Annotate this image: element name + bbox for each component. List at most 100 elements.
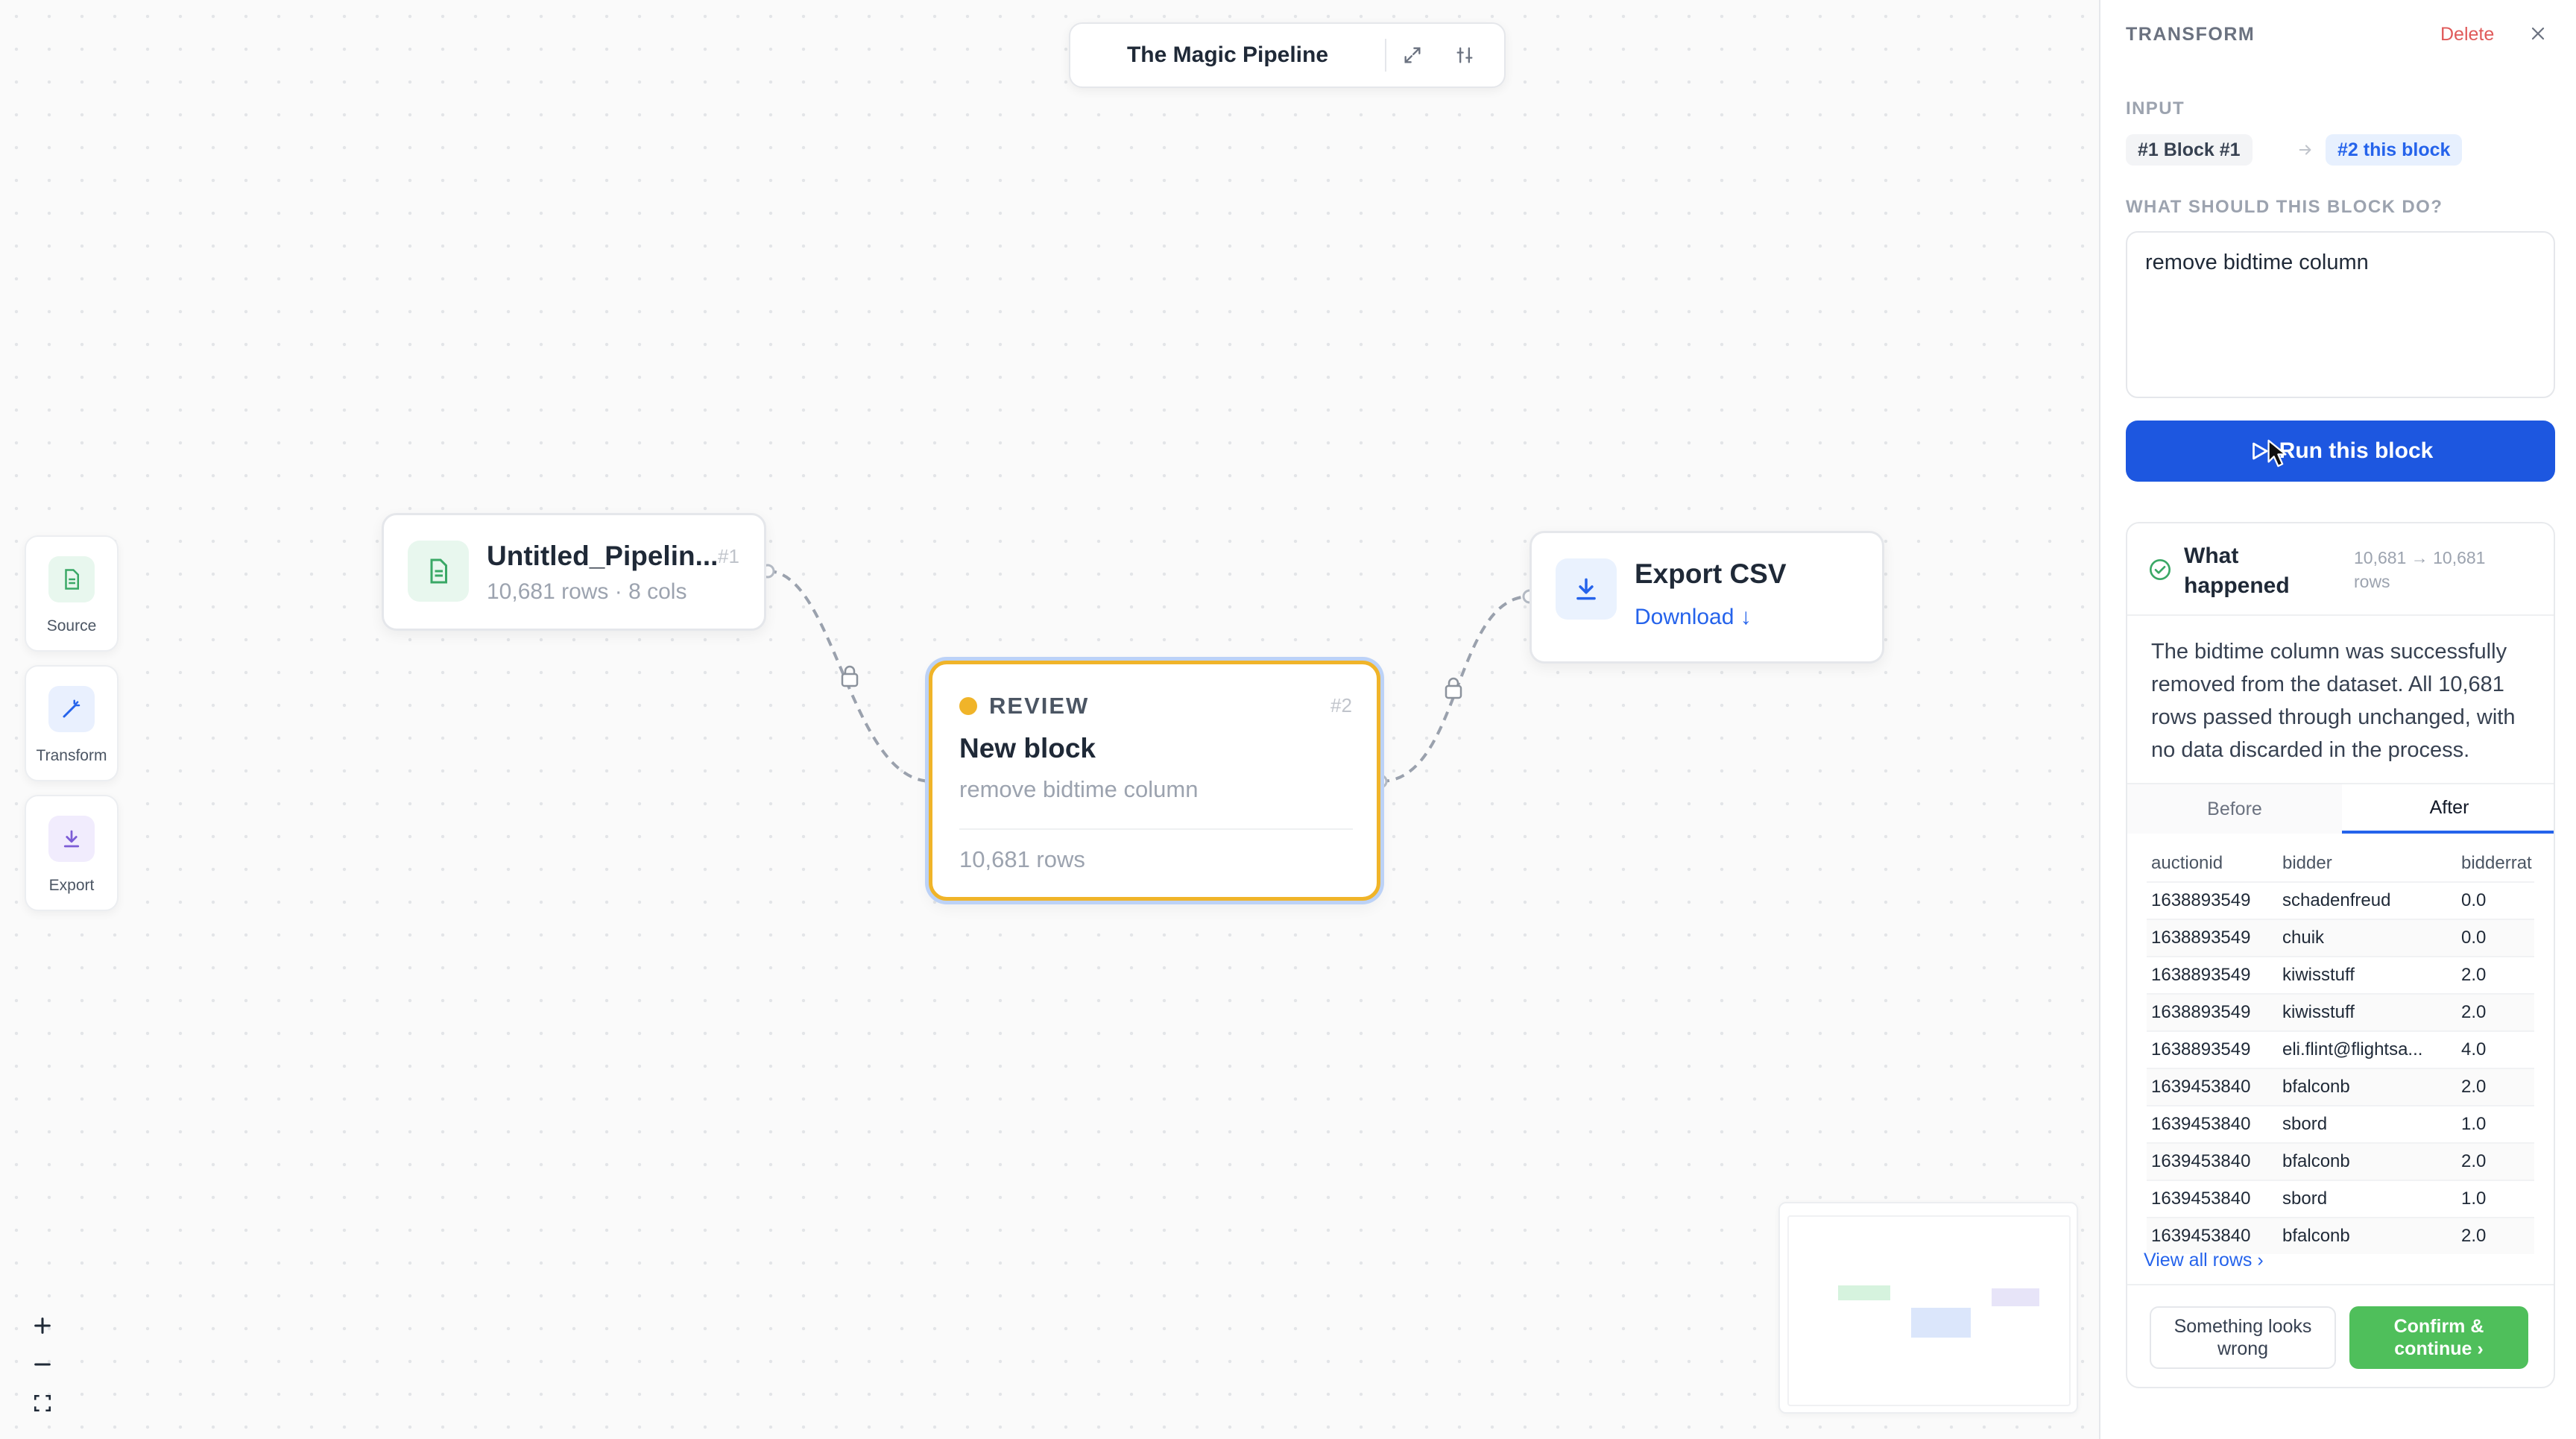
minimap-node-export bbox=[1992, 1288, 2039, 1306]
edge-lock-icon bbox=[841, 665, 859, 687]
transform-panel: TRANSFORM Delete INPUT #1 Block #1 #2 th… bbox=[2099, 0, 2576, 1439]
something-wrong-line1: Something looks bbox=[2174, 1316, 2312, 1337]
input-chip-source[interactable]: #1 Block #1 bbox=[2126, 134, 2253, 166]
result-row-count-line2: rows bbox=[2354, 572, 2390, 591]
download-icon bbox=[1556, 558, 1617, 620]
confirm-line2: continue › bbox=[2394, 1338, 2484, 1359]
transform-node-rows: 10,681 rows bbox=[959, 846, 1085, 872]
file-sheet-icon bbox=[48, 556, 95, 602]
something-wrong-line2: wrong bbox=[2217, 1338, 2269, 1359]
export-node[interactable]: Export CSV Download ↓ bbox=[1530, 531, 1884, 664]
table-cell: 1639453840 bbox=[2147, 1180, 2278, 1218]
status-dot bbox=[959, 697, 977, 715]
table-cell: 1639453840 bbox=[2147, 1217, 2278, 1254]
table-cell: 1639453840 bbox=[2147, 1068, 2278, 1106]
expand-button[interactable] bbox=[1386, 45, 1439, 66]
zoom-controls bbox=[18, 1306, 67, 1427]
before-after-tabs: Before After bbox=[2127, 783, 2554, 834]
title-divider bbox=[1385, 39, 1386, 72]
expand-icon bbox=[1404, 47, 1421, 63]
panel-heading: TRANSFORM bbox=[2126, 24, 2255, 45]
prompt-label: WHAT SHOULD THIS BLOCK DO? bbox=[2126, 197, 2443, 217]
table-header-row: auctionid bidder bidderrat bbox=[2147, 846, 2534, 882]
minimap-viewport bbox=[1787, 1215, 2071, 1406]
transform-node[interactable]: REVIEW #2 New block remove bidtime colum… bbox=[929, 661, 1380, 901]
table-cell: 1638893549 bbox=[2147, 1030, 2278, 1068]
source-node-name: Untitled_Pipelin... bbox=[487, 541, 719, 571]
zoom-in-button[interactable] bbox=[18, 1306, 67, 1345]
close-button[interactable] bbox=[2525, 21, 2551, 46]
tab-before[interactable]: Before bbox=[2207, 798, 2262, 819]
check-circle-icon bbox=[2150, 559, 2171, 580]
fit-view-button[interactable] bbox=[18, 1384, 67, 1423]
node-divider bbox=[959, 828, 1353, 830]
table-cell: 1639453840 bbox=[2147, 1105, 2278, 1143]
zoom-out-button[interactable] bbox=[18, 1345, 67, 1384]
table-cell: 1638893549 bbox=[2147, 956, 2278, 994]
sliders-icon bbox=[1456, 47, 1473, 63]
input-chip-current[interactable]: #2 this block bbox=[2326, 134, 2463, 166]
confirm-line1: Confirm & bbox=[2393, 1316, 2484, 1337]
table-cell: bfalconb bbox=[2278, 1217, 2457, 1254]
magic-wand-icon bbox=[48, 686, 95, 732]
toolbar-transform-label: Transform bbox=[36, 747, 107, 764]
table-cell: 1.0 bbox=[2457, 1180, 2534, 1218]
table-cell: 1639453840 bbox=[2147, 1142, 2278, 1180]
table-cell: 0.0 bbox=[2457, 881, 2534, 919]
arrow-right-icon bbox=[2299, 145, 2311, 155]
view-all-rows-link[interactable]: View all rows › bbox=[2144, 1250, 2264, 1270]
confirm-continue-button[interactable]: Confirm & continue › bbox=[2349, 1306, 2528, 1369]
source-node-number: #1 bbox=[718, 545, 739, 567]
plus-icon bbox=[34, 1317, 51, 1334]
download-link[interactable]: Download ↓ bbox=[1635, 605, 1752, 629]
column-header: bidder bbox=[2282, 853, 2332, 873]
pipeline-title-bar: The Magic Pipeline bbox=[1069, 22, 1506, 88]
play-icon bbox=[2252, 442, 2268, 460]
transform-node-number: #2 bbox=[1330, 694, 1352, 717]
result-title: What happened bbox=[2184, 541, 2290, 601]
delete-button[interactable]: Delete bbox=[2440, 24, 2495, 45]
toolbar-export-button[interactable]: Export bbox=[25, 795, 119, 911]
table-cell: sbord bbox=[2278, 1180, 2457, 1218]
run-block-label: Run this block bbox=[2279, 438, 2434, 463]
run-block-button[interactable]: Run this block bbox=[2126, 421, 2555, 482]
toolbar-source-button[interactable]: Source bbox=[25, 535, 119, 652]
table-cell: bfalconb bbox=[2278, 1142, 2457, 1180]
table-cell: eli.flint@flightsa... bbox=[2278, 1030, 2457, 1068]
result-divider bbox=[2127, 614, 2554, 616]
toolbar-transform-button[interactable]: Transform bbox=[25, 665, 119, 781]
minimap-node-transform bbox=[1911, 1308, 1971, 1338]
table-cell: 2.0 bbox=[2457, 1217, 2534, 1254]
settings-button[interactable] bbox=[1439, 45, 1491, 66]
result-row-count: 10,681 → 10,681 rows bbox=[2354, 546, 2503, 593]
close-icon bbox=[2531, 27, 2545, 40]
table-cell: 2.0 bbox=[2457, 1142, 2534, 1180]
table-cell: 2.0 bbox=[2457, 956, 2534, 994]
something-wrong-button[interactable]: Something looks wrong bbox=[2150, 1306, 2336, 1369]
table-cell: bfalconb bbox=[2278, 1068, 2457, 1106]
result-title-line1: What bbox=[2184, 544, 2239, 568]
minimap[interactable] bbox=[1778, 1202, 2078, 1414]
toolbar-export-label: Export bbox=[48, 877, 95, 894]
transform-node-description: remove bidtime column bbox=[959, 776, 1199, 802]
source-node[interactable]: Untitled_Pipelin... 10,681 rows · 8 cols… bbox=[382, 513, 766, 631]
table-cell: chuik bbox=[2278, 919, 2457, 957]
pipeline-title[interactable]: The Magic Pipeline bbox=[1126, 42, 1329, 67]
table-cell: 2.0 bbox=[2457, 993, 2534, 1031]
minus-icon bbox=[34, 1363, 51, 1366]
table-cell: 2.0 bbox=[2457, 1068, 2534, 1106]
table-cell: 1638893549 bbox=[2147, 993, 2278, 1031]
result-row-count-line1: 10,681 → 10,681 bbox=[2354, 548, 2486, 567]
column-header: bidderrat bbox=[2461, 853, 2532, 873]
result-title-line2: happened bbox=[2184, 573, 2290, 598]
prompt-textarea[interactable] bbox=[2126, 231, 2555, 398]
file-sheet-icon bbox=[408, 541, 469, 602]
tab-after[interactable]: After bbox=[2342, 784, 2554, 834]
transform-node-name: New block bbox=[959, 733, 1096, 763]
column-header: auctionid bbox=[2151, 853, 2223, 873]
